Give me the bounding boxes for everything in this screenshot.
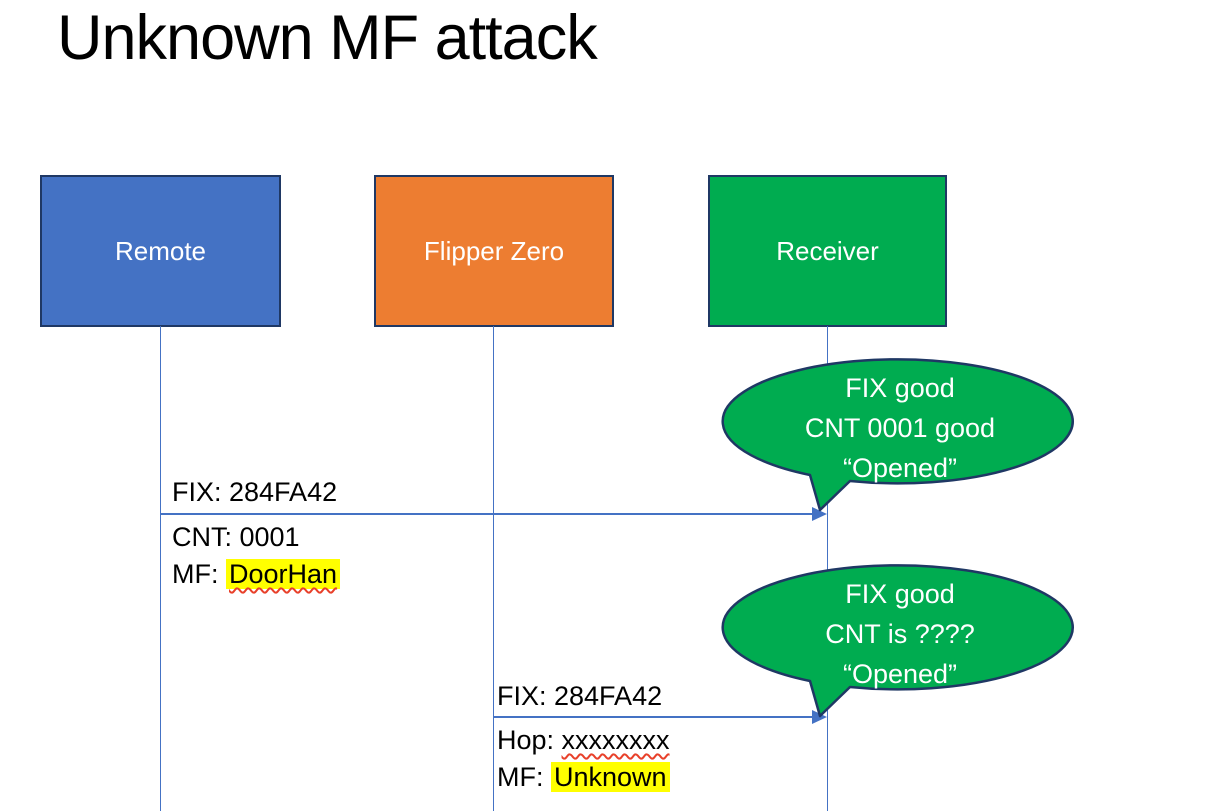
message1-cnt-value: 0001 [239, 522, 300, 552]
callout1-line3: “Opened” [842, 453, 958, 483]
callout-bubble1-text: FIX good CNT 0001 good “Opened” [733, 368, 1067, 488]
message1-cnt-prefix: CNT: [172, 522, 240, 552]
message1-label-fix: FIX: 284FA42 [172, 476, 337, 508]
message2-label-fix: FIX: 284FA42 [497, 680, 662, 712]
message2-label-hop: Hop: xxxxxxxx [497, 724, 670, 756]
callout2-line3: “Opened” [842, 659, 958, 689]
message2-arrow-line [493, 716, 813, 718]
lifeline-receiver [826, 326, 829, 811]
actor-label-remote: Remote [114, 235, 207, 266]
message1-arrow-line [160, 513, 813, 515]
message2-fix-text: FIX: 284FA42 [497, 681, 663, 711]
callout2-line1: FIX good [845, 579, 955, 609]
slide-title: Unknown MF attack [57, 3, 598, 73]
actor-box-remote: Remote [40, 175, 281, 327]
message1-label-cnt: CNT: 0001 [172, 521, 300, 553]
callout-bubble2-shape [721, 564, 1074, 718]
message2-mf-value-highlighted: Unknown [551, 762, 670, 792]
message1-label-mf: MF: DoorHan [172, 558, 341, 590]
callout1-line1: FIX good [845, 373, 955, 403]
callout-bubble1-shape [721, 358, 1074, 512]
message2-hop-prefix: Hop: [497, 725, 562, 755]
message2-hop-value-squiggled: xxxxxxxx [561, 725, 670, 755]
callout1-line2: CNT 0001 good [804, 413, 996, 443]
message1-fix-text: FIX: 284FA42 [172, 477, 338, 507]
message1-mf-value-highlighted: DoorHan [226, 559, 341, 589]
actor-label-flipper-zero: Flipper Zero [423, 235, 565, 266]
actor-box-flipper-zero: Flipper Zero [374, 175, 614, 327]
message2-mf-prefix: MF: [497, 762, 551, 792]
actor-box-receiver: Receiver [708, 175, 947, 327]
lifeline-remote [159, 326, 162, 811]
actor-label-receiver: Receiver [776, 235, 879, 266]
lifeline-flipper-zero [492, 326, 495, 811]
message1-arrowhead-icon [812, 507, 827, 521]
callout-bubble2-text: FIX good CNT is ???? “Opened” [733, 574, 1067, 694]
callout2-line2: CNT is ???? [825, 619, 975, 649]
message1-mf-prefix: MF: [172, 559, 226, 589]
message2-label-mf: MF: Unknown [497, 761, 670, 793]
